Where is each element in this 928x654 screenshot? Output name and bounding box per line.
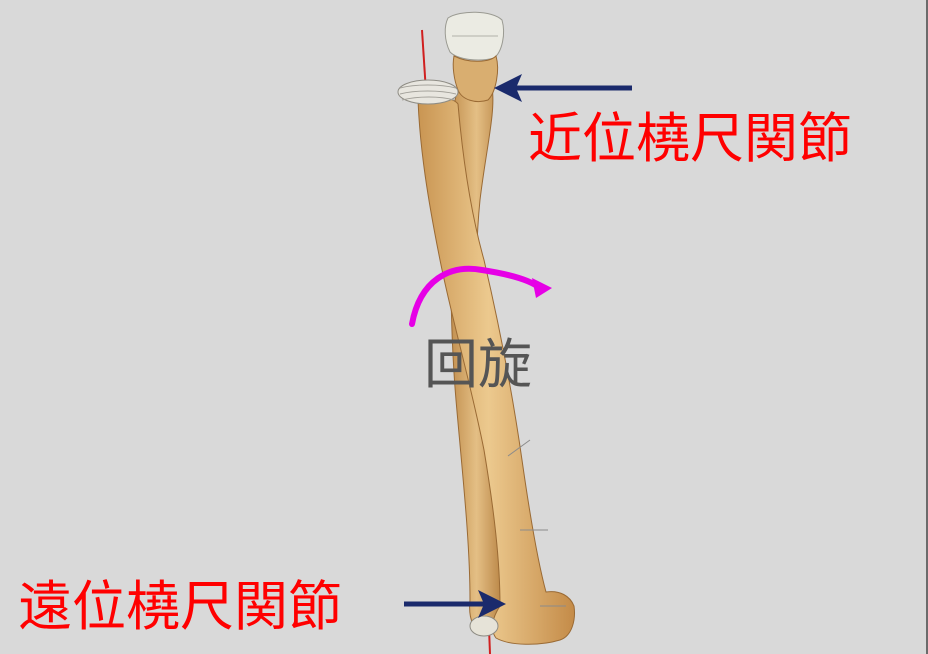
proximal-radioulnar-joint-label: 近位橈尺関節	[528, 112, 852, 166]
proximal-pointer-arrow	[494, 74, 632, 102]
ulnar-head	[470, 616, 498, 636]
rotation-label: 回旋	[424, 338, 532, 392]
distal-radioulnar-joint-label: 遠位橈尺関節	[18, 580, 342, 634]
